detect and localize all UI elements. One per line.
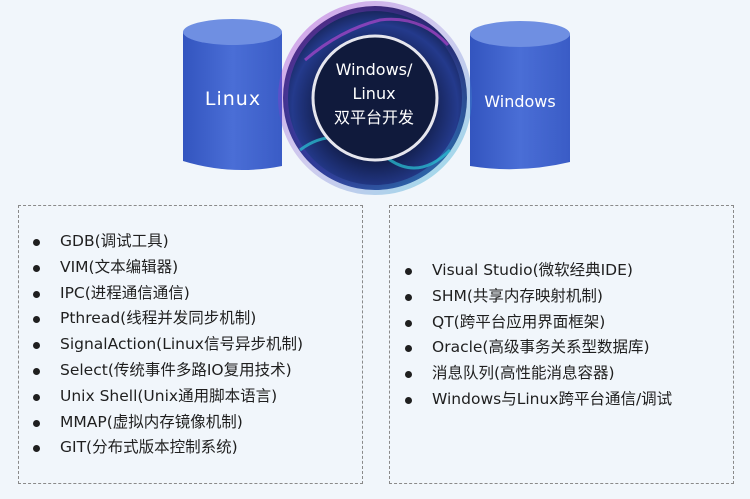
linux-label: Linux: [204, 88, 262, 110]
list-item: Select(传统事件多路IO复用技术): [33, 358, 303, 384]
list-item: QT(跨平台应用界面框架): [405, 310, 672, 336]
linux-tools-panel: GDB(调试工具) VIM(文本编辑器) IPC(进程通信通信) Pthread…: [18, 205, 363, 484]
hub-title: Windows/ Linux 双平台开发: [314, 58, 434, 130]
hub-line-1: Windows/: [335, 60, 413, 79]
hub-line-3: 双平台开发: [333, 108, 414, 127]
list-item: MMAP(虚拟内存镜像机制): [33, 410, 303, 436]
list-item: GIT(分布式版本控制系统): [33, 435, 303, 461]
list-item: Pthread(线程并发同步机制): [33, 306, 303, 332]
platform-diagram: [183, 1, 570, 195]
list-item: Unix Shell(Unix通用脚本语言): [33, 384, 303, 410]
list-item: Oracle(高级事务关系型数据库): [405, 335, 672, 361]
windows-label: Windows: [484, 92, 556, 111]
center-hub: [278, 1, 472, 195]
windows-cylinder: [470, 21, 570, 170]
list-item: Windows与Linux跨平台通信/调试: [405, 387, 672, 413]
list-item: Visual Studio(微软经典IDE): [405, 258, 672, 284]
windows-tools-list: Visual Studio(微软经典IDE) SHM(共享内存映射机制) QT(…: [405, 258, 672, 413]
list-item: VIM(文本编辑器): [33, 255, 303, 281]
linux-tools-list: GDB(调试工具) VIM(文本编辑器) IPC(进程通信通信) Pthread…: [33, 229, 303, 461]
hub-line-2: Linux: [352, 84, 396, 103]
list-item: GDB(调试工具): [33, 229, 303, 255]
list-item: SHM(共享内存映射机制): [405, 284, 672, 310]
windows-tools-panel: Visual Studio(微软经典IDE) SHM(共享内存映射机制) QT(…: [389, 205, 734, 484]
list-item: SignalAction(Linux信号异步机制): [33, 332, 303, 358]
list-item: IPC(进程通信通信): [33, 281, 303, 307]
list-item: 消息队列(高性能消息容器): [405, 361, 672, 387]
linux-cylinder: [183, 19, 282, 170]
